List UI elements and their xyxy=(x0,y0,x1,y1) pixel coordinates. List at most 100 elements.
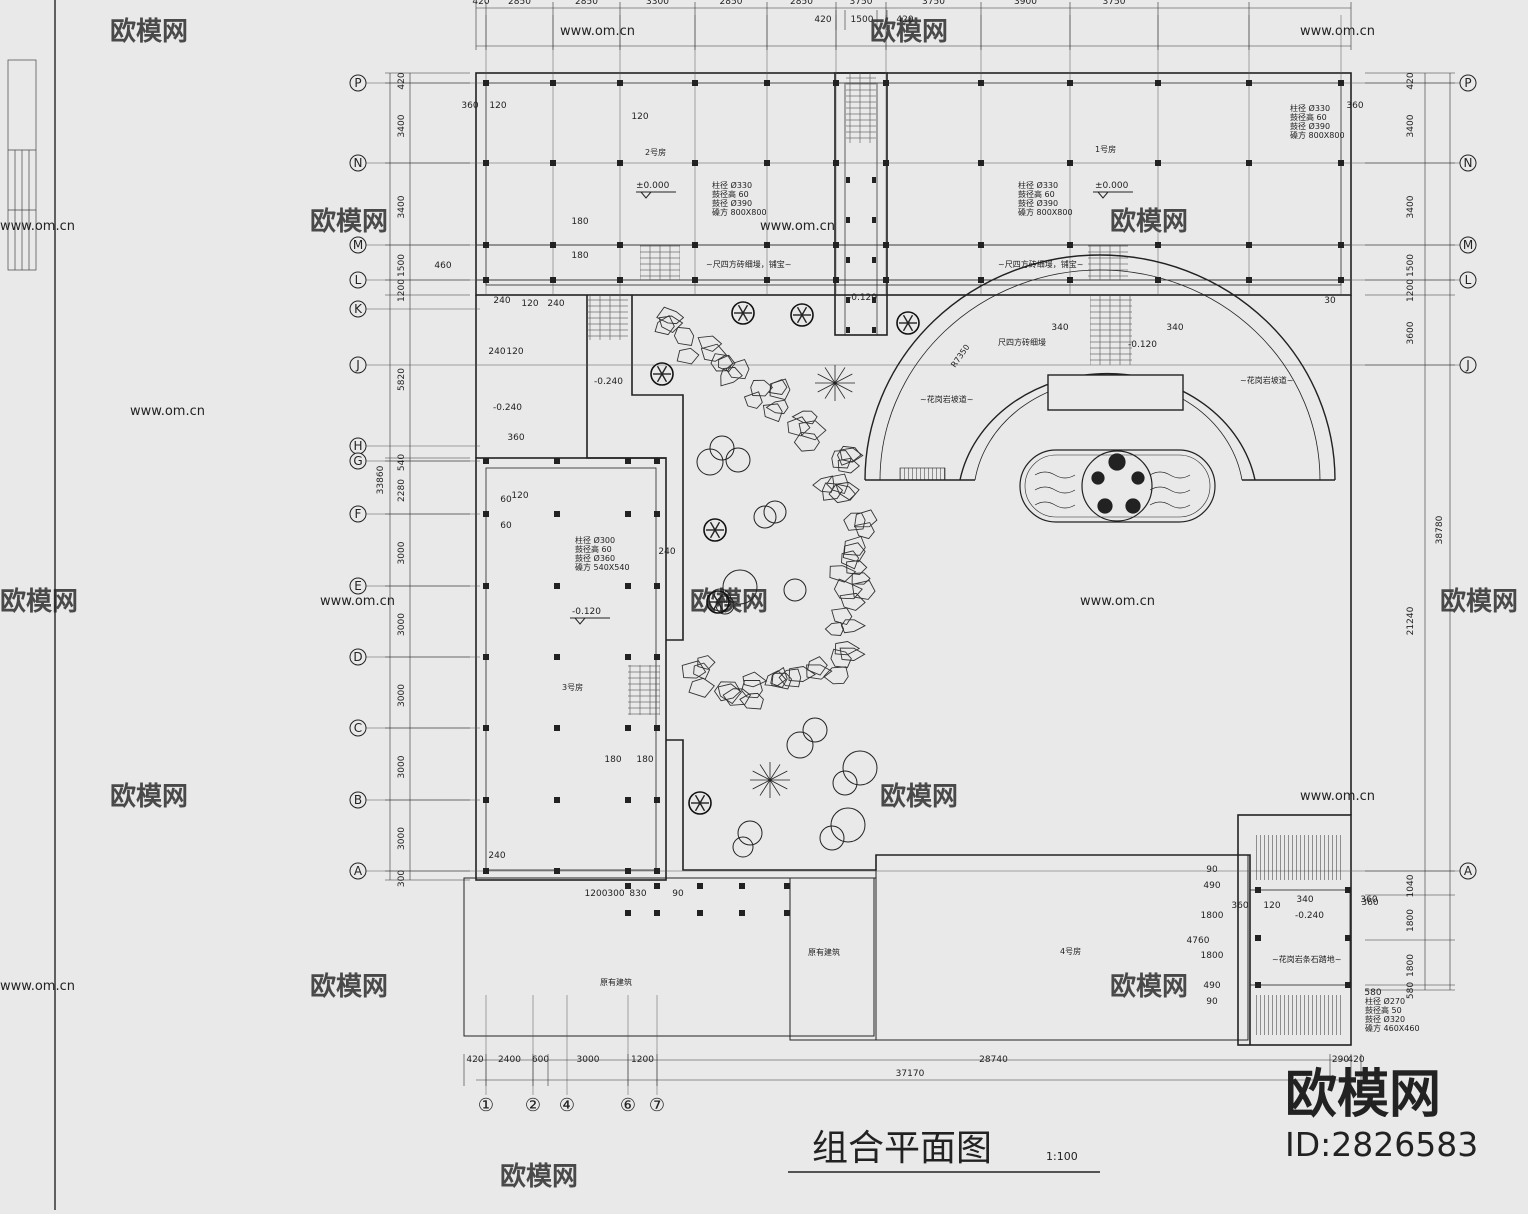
svg-text:B: B xyxy=(354,793,362,807)
watermark-brand: 欧模网 xyxy=(1110,206,1188,237)
axis-bubble-D: D xyxy=(349,648,367,666)
dimension-label: 3300 xyxy=(646,0,669,7)
dimension-label: 460 xyxy=(434,261,451,271)
dimension-label: 3000 xyxy=(397,755,407,778)
axis-bubble-col-1: ② xyxy=(525,1095,541,1116)
svg-text:~花岗岩坡道~: ~花岗岩坡道~ xyxy=(1240,375,1293,385)
svg-text:C: C xyxy=(354,721,362,735)
spec-line: 柱径 Ø300 xyxy=(575,535,615,545)
svg-text:J: J xyxy=(355,358,360,372)
dimension-label: 240 xyxy=(547,299,564,309)
axis-bubble-E: E xyxy=(349,577,367,595)
dimension-label: 420 xyxy=(814,15,831,25)
dimension-label: 360 xyxy=(1361,898,1378,908)
dimension-label: 340 xyxy=(1051,323,1068,333)
dimension-label: 1800 xyxy=(1406,954,1416,977)
axis-bubble-col-3: ⑥ xyxy=(620,1095,636,1116)
dimension-label: 3000 xyxy=(577,1055,600,1065)
brand-watermark: 欧模网 ID:2826583 xyxy=(1285,1065,1478,1164)
svg-text:M: M xyxy=(353,238,363,252)
spec-line: 柱径 Ø270 xyxy=(1365,996,1405,1006)
svg-text:www.om.cn: www.om.cn xyxy=(1300,789,1375,804)
svg-text:-0.120: -0.120 xyxy=(1128,340,1157,350)
dimension-label: 90 xyxy=(672,889,684,899)
axis-bubble-K: K xyxy=(349,300,367,318)
svg-text:④: ④ xyxy=(559,1095,575,1116)
svg-text:M: M xyxy=(1463,238,1473,252)
dimension-label: 3750 xyxy=(850,0,873,7)
dimension-label: 830 xyxy=(629,889,646,899)
spec-line: 磉方 800X800 xyxy=(712,207,767,217)
drawing-scale: 1:100 xyxy=(1046,1150,1078,1163)
dimension-label: 120 xyxy=(489,101,506,111)
axis-bubble-col-2: ④ xyxy=(559,1095,575,1116)
svg-text:www.om.cn: www.om.cn xyxy=(0,979,75,994)
svg-text:www.om.cn: www.om.cn xyxy=(130,404,205,419)
dimension-lines xyxy=(385,2,1455,1086)
dimension-label: 180 xyxy=(604,755,621,765)
dimension-label: 540 xyxy=(397,454,407,471)
svg-text:F: F xyxy=(355,507,362,521)
spec-line: 磉方 800X800 xyxy=(1018,207,1073,217)
existing-building-label: 原有建筑 xyxy=(600,977,632,987)
dimension-label: 5820 xyxy=(397,368,407,391)
dimension-label: 30 xyxy=(1324,296,1336,306)
dimension-label: 490 xyxy=(1203,981,1220,991)
title-block-strip xyxy=(7,59,37,271)
axis-bubble-G: G xyxy=(349,452,367,470)
dimension-label: 3400 xyxy=(1406,195,1416,218)
svg-text:N: N xyxy=(1464,156,1473,170)
watermark-brand: 欧模网 xyxy=(310,971,388,1002)
dimension-label: 420 xyxy=(466,1055,483,1065)
drawing-title: 组合平面图 xyxy=(812,1128,992,1169)
dimension-label: 33860 xyxy=(376,465,386,494)
dimension-label: 21240 xyxy=(1406,606,1416,635)
svg-text:~花岗岩条石踏地~: ~花岗岩条石踏地~ xyxy=(1272,954,1341,964)
dimension-label: 290 xyxy=(1332,1055,1349,1065)
dimension-label: 490 xyxy=(1203,881,1220,891)
axis-bubble-N: N xyxy=(349,154,367,172)
paving-patches xyxy=(588,73,1344,1035)
svg-text:~尺四方砖细墁，铺宝~: ~尺四方砖细墁，铺宝~ xyxy=(706,259,791,269)
svg-text:-0.240: -0.240 xyxy=(1295,911,1324,921)
dimension-label: 240 xyxy=(658,547,675,557)
dimension-label: 60 xyxy=(500,495,512,505)
dimension-label: 3900 xyxy=(1014,0,1037,7)
axis-bubble-J: J xyxy=(1459,356,1477,374)
dimension-label: 1800 xyxy=(1201,911,1224,921)
axis-bubble-P: P xyxy=(349,74,367,92)
watermark-brand: 欧模网 xyxy=(110,16,188,47)
svg-text:www.om.cn: www.om.cn xyxy=(0,219,75,234)
svg-text:⑦: ⑦ xyxy=(649,1095,665,1116)
svg-text:尺四方砖细墁: 尺四方砖细墁 xyxy=(998,337,1046,347)
svg-text:www.om.cn: www.om.cn xyxy=(320,594,395,609)
dimension-label: 3000 xyxy=(397,613,407,636)
svg-text:±0.000: ±0.000 xyxy=(636,181,670,191)
svg-text:www.om.cn: www.om.cn xyxy=(560,24,635,39)
dimension-label: 3000 xyxy=(397,541,407,564)
dimension-label: 1500 xyxy=(851,15,874,25)
brand-id: ID:2826583 xyxy=(1285,1125,1478,1164)
axis-bubble-F: F xyxy=(349,505,367,523)
dimension-label: 1500 xyxy=(1406,254,1416,277)
axis-bubble-col-4: ⑦ xyxy=(649,1095,665,1116)
svg-text:⑥: ⑥ xyxy=(620,1095,636,1116)
dimension-label: 1500 xyxy=(397,254,407,277)
svg-text:-0.120: -0.120 xyxy=(848,293,877,303)
dimension-label: 1200 xyxy=(397,279,407,302)
spec-line: 鼓径 Ø320 xyxy=(1365,1014,1405,1024)
dimension-label: 37170 xyxy=(896,1069,925,1079)
axis-bubble-col-0: ① xyxy=(478,1095,494,1116)
svg-text:②: ② xyxy=(525,1095,541,1116)
svg-text:A: A xyxy=(354,864,363,878)
watermark-brand: 欧模网 xyxy=(0,586,78,617)
dimension-label: 120 xyxy=(506,347,523,357)
dimension-label: 120 xyxy=(631,112,648,122)
dimension-label: 300 xyxy=(397,870,407,887)
dimension-label: 1800 xyxy=(1406,909,1416,932)
trees xyxy=(650,301,920,858)
dimension-label: 420 xyxy=(472,0,489,7)
